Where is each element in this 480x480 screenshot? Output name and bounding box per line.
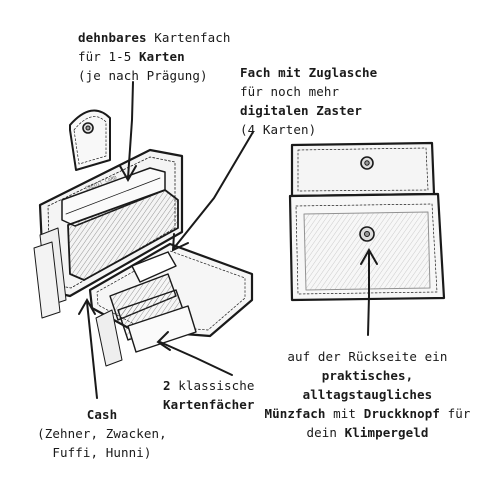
arrow-icon — [171, 131, 254, 252]
cash-line2: (Zehner, Zwacken, — [37, 426, 167, 441]
klassisch-line2: Kartenfächer — [163, 397, 255, 412]
muenzfach-line5-bold: Klimpergeld — [344, 425, 429, 440]
kartenfach-line1-rest: Kartenfach — [146, 30, 231, 45]
kartenfach-line2-pre: für 1-5 — [78, 49, 140, 64]
arrow-icon — [156, 331, 233, 376]
kartenfach-line1-bold: dehnbares — [78, 30, 147, 45]
label-kartenfach: dehnbares Kartenfach für 1-5 Karten (je … — [78, 28, 231, 85]
muenzfach-line5-pre: dein — [306, 425, 345, 440]
muenzfach-line3: alltagstaugliches — [302, 387, 433, 402]
arrow-icon — [119, 81, 137, 183]
zuglasche-line1: Fach mit Zuglasche — [240, 65, 378, 80]
arrow-icon — [78, 297, 98, 399]
zuglasche-line3: digitalen Zaster — [240, 103, 363, 118]
wallet-back-sketch — [288, 141, 446, 302]
zuglasche-line2: für noch mehr — [240, 84, 340, 99]
cash-line3: Fuffi, Hunni) — [52, 445, 152, 460]
label-klassisch: 2 klassische Kartenfächer — [163, 376, 255, 414]
muenzfach-line4-bold2: Druckknopf — [363, 406, 440, 421]
kartenfach-line3: (je nach Prägung) — [78, 68, 208, 83]
kartenfach-line2-bold: Karten — [139, 49, 185, 64]
klassisch-line1-pre: 2 — [163, 378, 179, 393]
muenzfach-line4-end: für — [439, 406, 471, 421]
cash-line1: Cash — [86, 407, 118, 422]
label-cash: Cash (Zehner, Zwacken, Fuffi, Hunni) — [14, 405, 190, 462]
muenzfach-line4-bold1: Münzfach — [264, 406, 326, 421]
label-zuglasche: Fach mit Zuglasche für noch mehr digital… — [240, 63, 377, 139]
muenzfach-line4-mid: mit — [325, 406, 364, 421]
zuglasche-line4: (4 Karten) — [240, 122, 317, 137]
wallet-open-sketch — [33, 109, 254, 367]
klassisch-line1-rest: klassische — [178, 378, 255, 393]
arrow-icon — [360, 247, 378, 336]
label-muenzfach: auf der Rückseite ein praktisches, allta… — [255, 347, 480, 442]
muenzfach-line2: praktisches, — [321, 368, 414, 383]
muenzfach-line1: auf der Rückseite ein — [287, 349, 448, 364]
